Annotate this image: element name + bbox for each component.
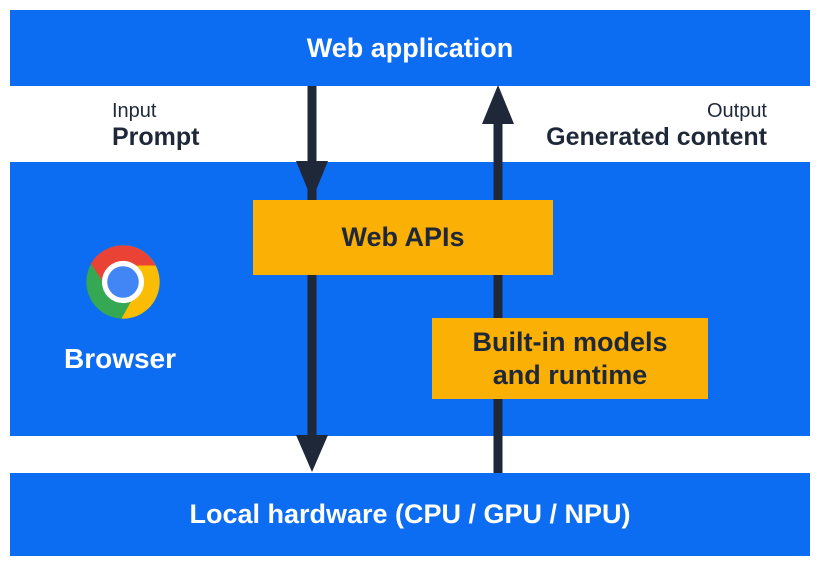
output-value-generated-content: Generated content xyxy=(546,123,767,151)
browser-label: Browser xyxy=(63,343,177,374)
web-application-bar: Web application xyxy=(10,10,810,86)
chrome-logo-icon xyxy=(86,245,160,319)
built-in-models-box: Built-in models and runtime xyxy=(432,318,708,399)
built-in-models-label-line1: Built-in models xyxy=(472,326,668,357)
built-in-models-label-line2: and runtime xyxy=(492,359,648,390)
input-title: Input xyxy=(112,100,157,122)
output-label-group: Output Generated content xyxy=(546,99,767,152)
web-application-label: Web application xyxy=(306,32,514,63)
web-apis-label: Web APIs xyxy=(341,222,465,252)
web-apis-box: Web APIs xyxy=(253,200,553,275)
local-hardware-bar: Local hardware (CPU / GPU / NPU) xyxy=(10,473,810,556)
input-value-prompt: Prompt xyxy=(112,123,200,151)
output-title: Output xyxy=(706,100,767,122)
local-hardware-label: Local hardware (CPU / GPU / NPU) xyxy=(189,499,631,529)
input-label-group: Input Prompt xyxy=(112,99,200,152)
